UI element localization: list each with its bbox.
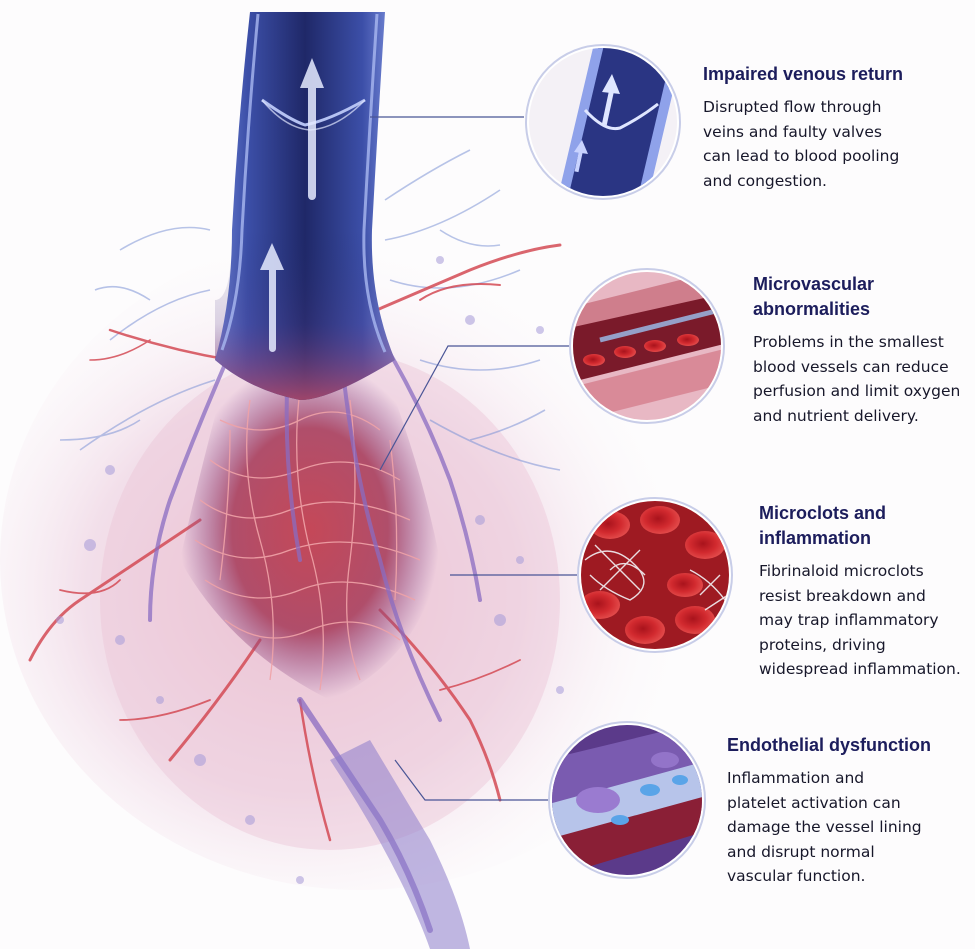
vein-valve-inset-icon (525, 44, 681, 200)
callout-impaired-venous-return: Impaired venous return Disrupted flow th… (703, 62, 953, 193)
flow-arrows (260, 58, 324, 352)
microclot-inset-icon (577, 497, 733, 653)
callout-title: Endothelial dysfunction (727, 735, 932, 755)
callout-title: Impaired venous return (703, 64, 904, 84)
blue-capillaries (59, 149, 561, 471)
callout-body: Disrupted flow through veins and faulty … (703, 98, 900, 190)
scattered-cells (56, 256, 564, 884)
callout-body: Fibrinaloid microclots resist breakdown … (759, 562, 961, 678)
leader-lines (370, 116, 580, 801)
callout-microclots-and-inflammation: Microclots and inflammation Fibrinaloid … (759, 501, 971, 682)
callout-endothelial-dysfunction: Endothelial dysfunction Inflammation and… (727, 733, 967, 889)
endothelium-inset-icon (548, 721, 706, 879)
vein-valve (261, 98, 366, 127)
callout-microvascular-abnormalities: Microvascular abnormalities Problems in … (753, 272, 973, 428)
capillary-inset-icon (569, 268, 725, 424)
callout-body: Inflammation and platelet activation can… (727, 769, 922, 885)
capillary-bed (180, 360, 440, 700)
callout-title: Microvascular abnormalities (753, 274, 875, 319)
callout-title: Microclots and inflammation (759, 503, 887, 548)
callout-body: Problems in the smallest blood vessels c… (753, 333, 961, 425)
